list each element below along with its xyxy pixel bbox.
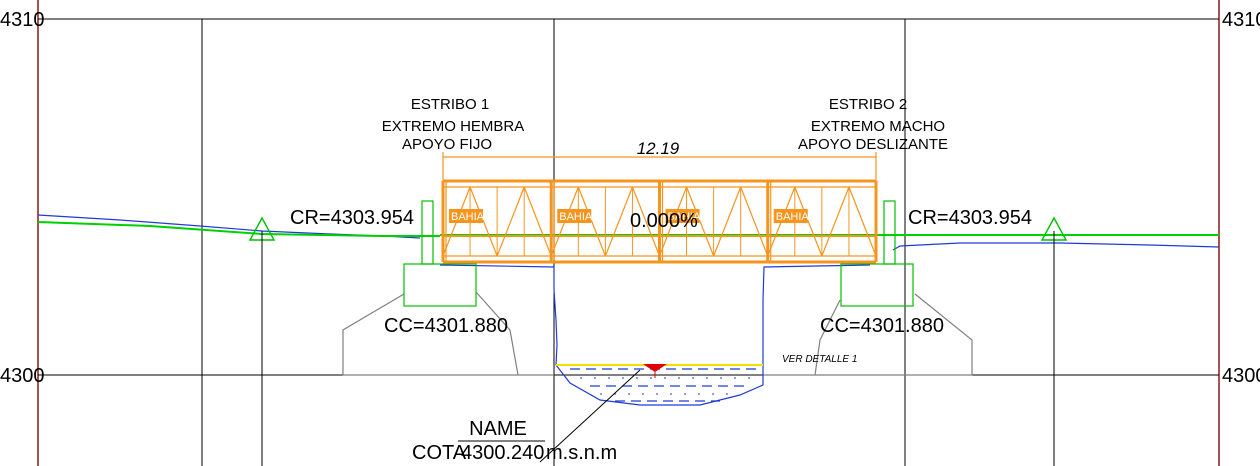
estribo-2-line-1: ESTRIBO 2 (829, 96, 907, 113)
truss-diagonal (523, 186, 552, 257)
truss-diagonal (577, 186, 606, 257)
estribo-1-line-2: EXTREMO HEMBRA (382, 118, 525, 135)
truss-diagonal (740, 186, 769, 257)
estribo-1-line-3: APOYO FIJO (402, 136, 492, 153)
truss-diagonal (848, 186, 877, 257)
truss-diagonal (713, 186, 742, 257)
truss-panel-label-bg (557, 209, 592, 223)
truss-diagonal (496, 186, 525, 257)
road-grade-line (37, 221, 1219, 237)
cc-left-label: CC=4301.880 (384, 315, 508, 337)
benchmark-left-icon (248, 216, 276, 466)
cr-left-label: CR=4303.954 (290, 207, 414, 229)
slope-label: 0.000% (630, 210, 698, 232)
span-dimension (442, 152, 877, 182)
truss-diagonal (469, 186, 498, 257)
truss-panel-label-bg (665, 209, 700, 223)
elevation-label-top-left: 4310 (0, 9, 45, 31)
truss-diagonal (604, 186, 633, 257)
cr-right-label: CR=4303.954 (908, 207, 1032, 229)
estribo-1-label: ESTRIBO 1 EXTREMO HEMBRA APOYO FIJO (382, 96, 525, 153)
estribo-2-label: ESTRIBO 2 EXTREMO MACHO APOYO DESLIZANTE (798, 96, 948, 153)
truss-panel-label: BAHIA (559, 211, 593, 223)
truss-panel-label-bg (449, 209, 483, 223)
abutment-right (763, 293, 973, 376)
cota-value: 4300.240 (461, 442, 544, 464)
cota-unit: m.s.n.m (546, 442, 617, 464)
estribo-2-line-3: APOYO DESLIZANTE (798, 136, 948, 153)
grid-lines (201, 19, 906, 466)
cota-label: COTA (412, 442, 467, 464)
cota-callout: NAME COTA 4300.240 m.s.n.m (412, 369, 641, 464)
water-body (556, 364, 763, 402)
elevation-label-bottom-left: 4300 (0, 365, 45, 387)
water-level-marker-icon (643, 364, 667, 378)
span-length-label: 12.19 (637, 139, 680, 158)
bailey-truss: BAHIA BAHIA BAHIA BAHIA (441, 179, 878, 264)
elevation-label-bottom-right: 4300 (1222, 365, 1260, 387)
truss-panel-label: BAHIA (668, 211, 702, 223)
name-label: NAME (469, 418, 527, 440)
abutment-left (342, 291, 554, 376)
truss-panel-label: BAHIA (451, 211, 485, 223)
footing-left (403, 200, 477, 307)
estribo-2-line-2: EXTREMO MACHO (811, 118, 945, 135)
estribo-1-line-1: ESTRIBO 1 (411, 96, 489, 113)
footing-right (840, 200, 914, 307)
truss-diagonal (686, 186, 715, 257)
elevation-label-top-right: 4310 (1222, 9, 1260, 31)
truss-panel-label-bg (773, 209, 808, 223)
terrain-profile (37, 214, 1220, 406)
truss-diagonal (794, 186, 823, 257)
truss-diagonal (631, 186, 661, 257)
drawing-frame (37, 0, 1220, 466)
truss-panel-label: BAHIA (776, 211, 810, 223)
detail-reference-label: VER DETALLE 1 (782, 354, 857, 365)
truss-diagonal (821, 186, 850, 257)
cc-right-label: CC=4301.880 (820, 315, 944, 337)
benchmark-right-icon (1040, 216, 1068, 466)
